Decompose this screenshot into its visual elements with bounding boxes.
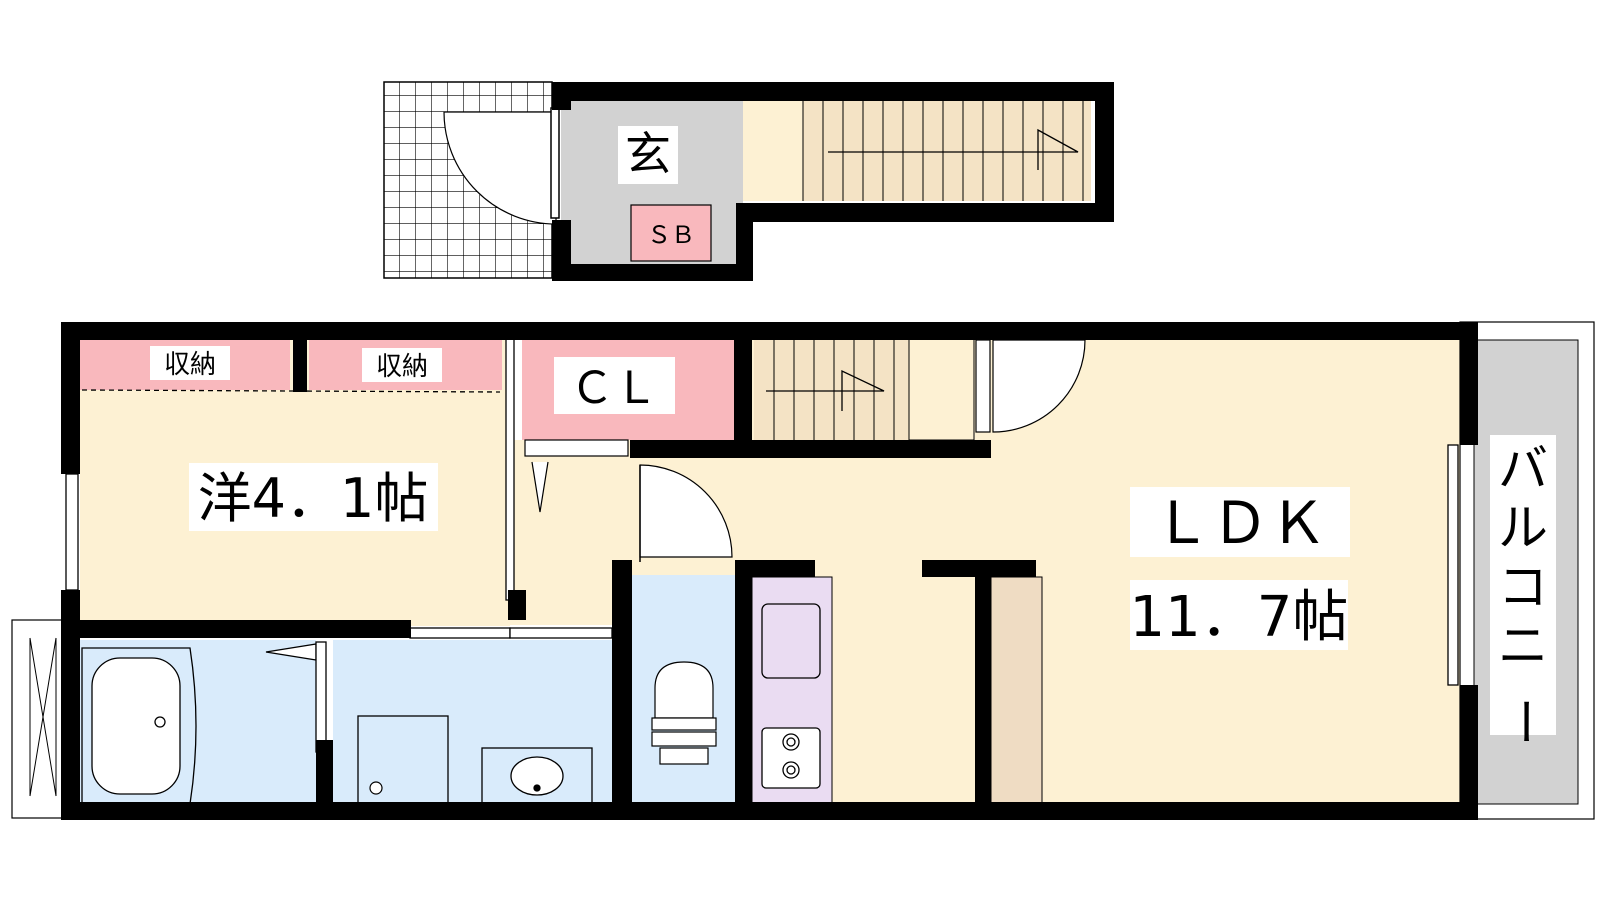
stair-landing bbox=[908, 337, 975, 441]
room-labels: 玄 ＳＢ 収納 収納 ＣＬ 洋4．1帖 ＬＤＫ 11．7帖 バ ル コ ニ ー bbox=[150, 126, 1556, 747]
upper-landing bbox=[743, 101, 803, 201]
upper-walls bbox=[552, 82, 1114, 281]
storage-1-label: 収納 bbox=[164, 350, 216, 380]
storage-dashed-line bbox=[81, 389, 501, 393]
side-window-box bbox=[11, 619, 69, 819]
counter bbox=[990, 576, 1043, 818]
ldk-name-bg bbox=[1130, 487, 1350, 557]
kitchen-sink bbox=[761, 603, 821, 679]
ldk-size-label: 11．7帖 bbox=[1130, 585, 1349, 650]
ldk-door-swing bbox=[992, 339, 1086, 433]
stove-icon bbox=[761, 727, 821, 789]
washing-machine-space bbox=[357, 715, 449, 817]
closet-door-panel bbox=[524, 439, 629, 457]
entry-block bbox=[383, 81, 1114, 281]
upper-stairs bbox=[803, 101, 1091, 201]
side-window-cross bbox=[29, 637, 57, 797]
main-walls bbox=[61, 322, 1478, 820]
balcony-char-4: ニ bbox=[1498, 617, 1548, 675]
ldk-door-jamb bbox=[975, 339, 991, 433]
shoe-box-label: ＳＢ bbox=[647, 221, 695, 249]
toilet-fixture bbox=[651, 661, 717, 765]
storage-2-label: 収納 bbox=[376, 352, 428, 382]
balcony-char-3: コ bbox=[1498, 558, 1548, 616]
entry-door-frame bbox=[550, 107, 560, 219]
hallway-floor bbox=[510, 440, 630, 625]
balcony-char-2: ル bbox=[1498, 499, 1548, 557]
entrance-label: 玄 bbox=[625, 127, 671, 181]
western-room-label: 洋4．1帖 bbox=[198, 467, 429, 530]
western-room-label-bg bbox=[189, 463, 438, 531]
closet-label-bg bbox=[554, 357, 675, 414]
washing-drain-icon bbox=[369, 781, 383, 795]
storage-2-label-bg bbox=[362, 348, 442, 382]
balcony-char-5: ー bbox=[1494, 697, 1552, 747]
main-block bbox=[11, 321, 1595, 820]
entry-door-swing bbox=[443, 111, 557, 225]
closet-label: ＣＬ bbox=[570, 363, 658, 414]
bathtub bbox=[81, 647, 197, 805]
balcony-char-1: バ bbox=[1498, 440, 1548, 498]
lower-stairs bbox=[754, 338, 909, 440]
lower-stair-treads bbox=[766, 338, 895, 440]
entrance-label-bg bbox=[618, 126, 678, 184]
upper-stair-treads bbox=[802, 101, 1084, 201]
storage-1-label-bg bbox=[150, 346, 230, 380]
ldk-name-label: ＬＤＫ bbox=[1153, 489, 1327, 557]
ldk-size-bg bbox=[1130, 580, 1348, 650]
room-door-slider bbox=[531, 461, 549, 513]
toilet-door-swing bbox=[639, 464, 733, 558]
shoe-box bbox=[630, 204, 712, 262]
balcony-label-bg bbox=[1490, 435, 1556, 735]
sliding-frames bbox=[65, 329, 1459, 753]
